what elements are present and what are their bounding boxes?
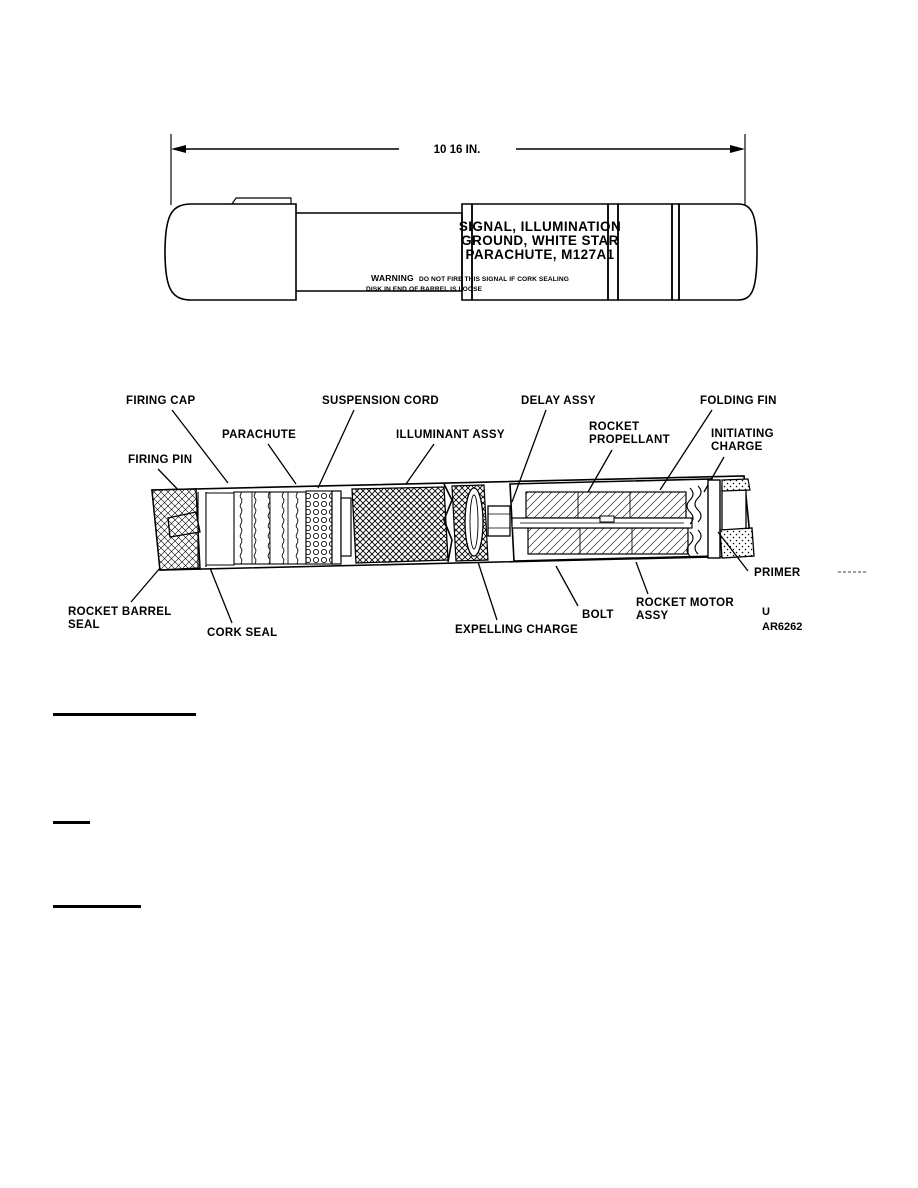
suspension-cord-region bbox=[305, 490, 333, 565]
warning-heading: WARNING bbox=[371, 273, 414, 283]
folding-fin-lower bbox=[686, 531, 694, 557]
callout-firing-pin: FIRING PIN bbox=[128, 454, 192, 466]
callout-bolt: BOLT bbox=[582, 609, 614, 621]
warning-line-2: DISK IN END OF BARREL IS LOOSE bbox=[366, 286, 483, 293]
callout-firing-cap: FIRING CAP bbox=[126, 395, 195, 407]
primer-region bbox=[719, 527, 755, 559]
initiating-charge-region bbox=[721, 485, 747, 531]
callout-rocket-motor-assy-l2: ASSY bbox=[636, 610, 669, 622]
figure-reference-line-2: AR6262 bbox=[762, 621, 802, 633]
firing-pin-part bbox=[167, 511, 201, 538]
illuminant-assy-region bbox=[351, 486, 449, 564]
callout-initiating-charge-l1: INITIATING bbox=[711, 428, 774, 440]
callout-expelling-charge: EXPELLING CHARGE bbox=[455, 624, 578, 636]
callout-rocket-motor-assy-l1: ROCKET MOTOR bbox=[636, 597, 734, 609]
rocket-propellant-lower bbox=[527, 527, 689, 555]
dimension-label: 10 16 IN. bbox=[434, 144, 481, 156]
cutaway-view-figure: FIRING CAP PARACHUTE SUSPENSION CORD ILL… bbox=[0, 380, 918, 690]
exterior-view-figure: 10 16 IN. SIGNAL, IL bbox=[0, 0, 918, 330]
section-rule-1 bbox=[53, 713, 196, 716]
section-rule-3 bbox=[53, 905, 141, 908]
callout-illuminant-assy: ILLUMINANT ASSY bbox=[396, 429, 505, 441]
body-label-line-3: PARACHUTE, M127A1 bbox=[465, 247, 614, 262]
cutaway-assembly bbox=[151, 475, 755, 571]
body-label-line-1: SIGNAL, ILLUMINATION bbox=[459, 219, 621, 234]
callout-rocket-propellant-l2: PROPELLANT bbox=[589, 434, 670, 446]
section-rule-2 bbox=[53, 821, 90, 824]
warning-line-1: DO NOT FIRE THIS SIGNAL IF CORK SEALING bbox=[419, 276, 569, 283]
callout-rocket-barrel-seal-l2: SEAL bbox=[68, 619, 100, 631]
callout-initiating-charge-l2: CHARGE bbox=[711, 441, 763, 453]
callout-rocket-propellant-l1: ROCKET bbox=[589, 421, 639, 433]
dimension-line bbox=[170, 134, 746, 205]
callout-rocket-barrel-seal-l1: ROCKET BARREL bbox=[68, 606, 172, 618]
callout-parachute: PARACHUTE bbox=[222, 429, 296, 441]
callout-cork-seal: CORK SEAL bbox=[207, 627, 277, 639]
signal-body-outline bbox=[164, 197, 758, 301]
callout-primer: PRIMER bbox=[754, 567, 801, 579]
body-label-line-2: GROUND, WHITE STAR bbox=[461, 233, 619, 248]
leader-lines-bottom bbox=[130, 531, 749, 624]
rocket-propellant-upper bbox=[525, 491, 687, 519]
folding-fin-upper bbox=[686, 487, 694, 525]
callout-suspension-cord: SUSPENSION CORD bbox=[322, 395, 439, 407]
figure-reference-line-1: U bbox=[762, 606, 770, 618]
callout-delay-assy: DELAY ASSY bbox=[521, 395, 596, 407]
bolt-part bbox=[487, 505, 511, 537]
callout-folding-fin: FOLDING FIN bbox=[700, 395, 777, 407]
